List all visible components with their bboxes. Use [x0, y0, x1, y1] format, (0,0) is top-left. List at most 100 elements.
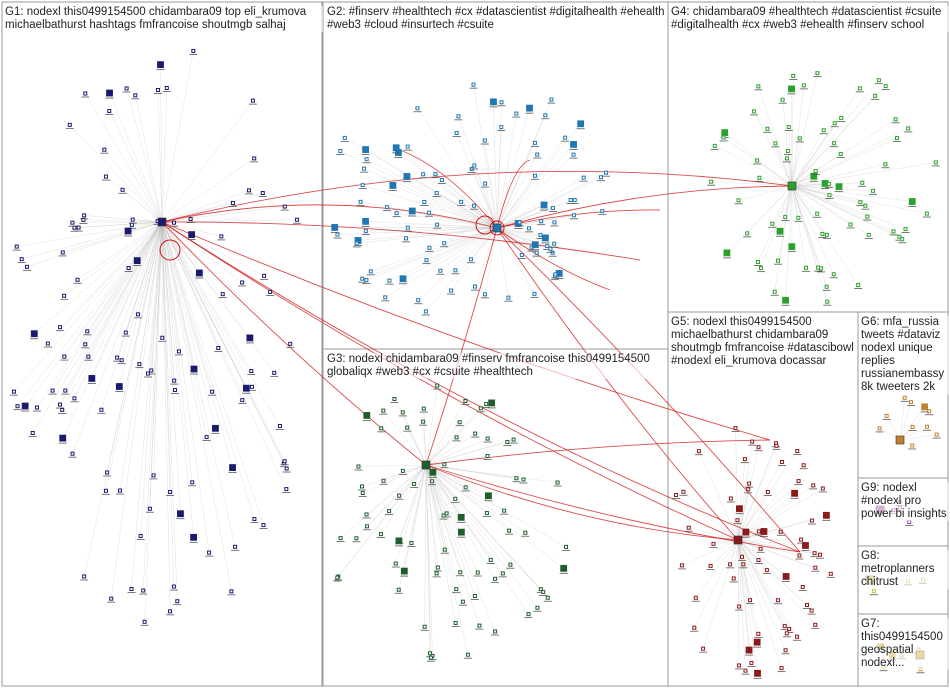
node [363, 147, 369, 153]
node [262, 524, 265, 527]
node [241, 399, 244, 402]
node [757, 632, 760, 635]
node [884, 85, 887, 88]
node [485, 403, 488, 406]
node [798, 554, 801, 557]
group-box-g3 [323, 349, 668, 686]
node [928, 410, 931, 413]
node [724, 250, 730, 256]
edge [754, 111, 792, 186]
node [388, 279, 391, 282]
node [380, 427, 383, 430]
node [773, 290, 776, 293]
group-label-g8: G8: metroplanners chitrust [861, 550, 949, 589]
node [732, 577, 735, 580]
node [172, 585, 175, 588]
group-label-g2: G2: #finserv #healthtech #cx #datascient… [327, 6, 665, 32]
edge [135, 95, 162, 222]
node [143, 620, 146, 623]
node [766, 490, 769, 493]
node [251, 99, 254, 102]
node [142, 589, 145, 592]
node [84, 92, 87, 95]
node [736, 506, 742, 512]
node [909, 199, 915, 205]
node [527, 227, 530, 230]
node [247, 335, 253, 341]
hub-node-g1 [158, 218, 166, 226]
node [12, 390, 15, 393]
inter-group-edge [497, 228, 738, 540]
node [393, 145, 399, 151]
node [702, 647, 705, 650]
node [31, 431, 34, 434]
inter-group-edge [162, 222, 426, 465]
node [867, 233, 870, 236]
node [116, 356, 119, 359]
edge [792, 186, 818, 268]
edge [74, 222, 162, 228]
node [836, 184, 842, 190]
node [687, 526, 690, 529]
edge [162, 88, 167, 222]
node [911, 425, 914, 428]
edge [72, 222, 162, 223]
node [823, 512, 829, 518]
inter-group-edge [426, 228, 497, 465]
node [796, 450, 799, 453]
node [551, 207, 554, 210]
node [68, 123, 71, 126]
node [535, 251, 538, 254]
node [365, 525, 368, 528]
node [675, 494, 678, 497]
edge [775, 186, 792, 292]
node [61, 408, 64, 411]
node [31, 331, 37, 337]
node [283, 205, 286, 208]
edge [154, 222, 162, 475]
node [464, 486, 467, 489]
edge [426, 228, 497, 260]
inter-group-edge [426, 465, 738, 540]
node [396, 538, 402, 544]
edge [792, 86, 886, 186]
edge [85, 222, 162, 344]
node [283, 460, 286, 463]
node [125, 228, 131, 234]
node [473, 285, 476, 288]
node [212, 425, 218, 431]
node [191, 481, 194, 484]
node [434, 173, 437, 176]
node [479, 407, 482, 410]
node [82, 218, 85, 221]
node [16, 405, 19, 408]
node [104, 175, 107, 178]
node [564, 136, 567, 139]
edge [426, 465, 495, 632]
node [894, 118, 897, 121]
node [765, 569, 768, 572]
node [812, 484, 815, 487]
node [866, 215, 869, 218]
node [816, 72, 819, 75]
node [744, 669, 747, 672]
node [243, 385, 249, 391]
node [857, 284, 860, 287]
node [839, 153, 842, 156]
edge [63, 222, 162, 438]
node [455, 131, 458, 134]
node [788, 627, 791, 630]
node [450, 289, 453, 292]
node [556, 481, 559, 484]
node [36, 406, 39, 409]
node [550, 98, 553, 101]
edge [792, 186, 821, 268]
node [148, 507, 151, 510]
node [536, 606, 539, 609]
node [828, 194, 831, 197]
node [134, 94, 137, 97]
node [785, 632, 788, 635]
node [196, 270, 202, 276]
node [784, 216, 787, 219]
edge [396, 465, 426, 564]
